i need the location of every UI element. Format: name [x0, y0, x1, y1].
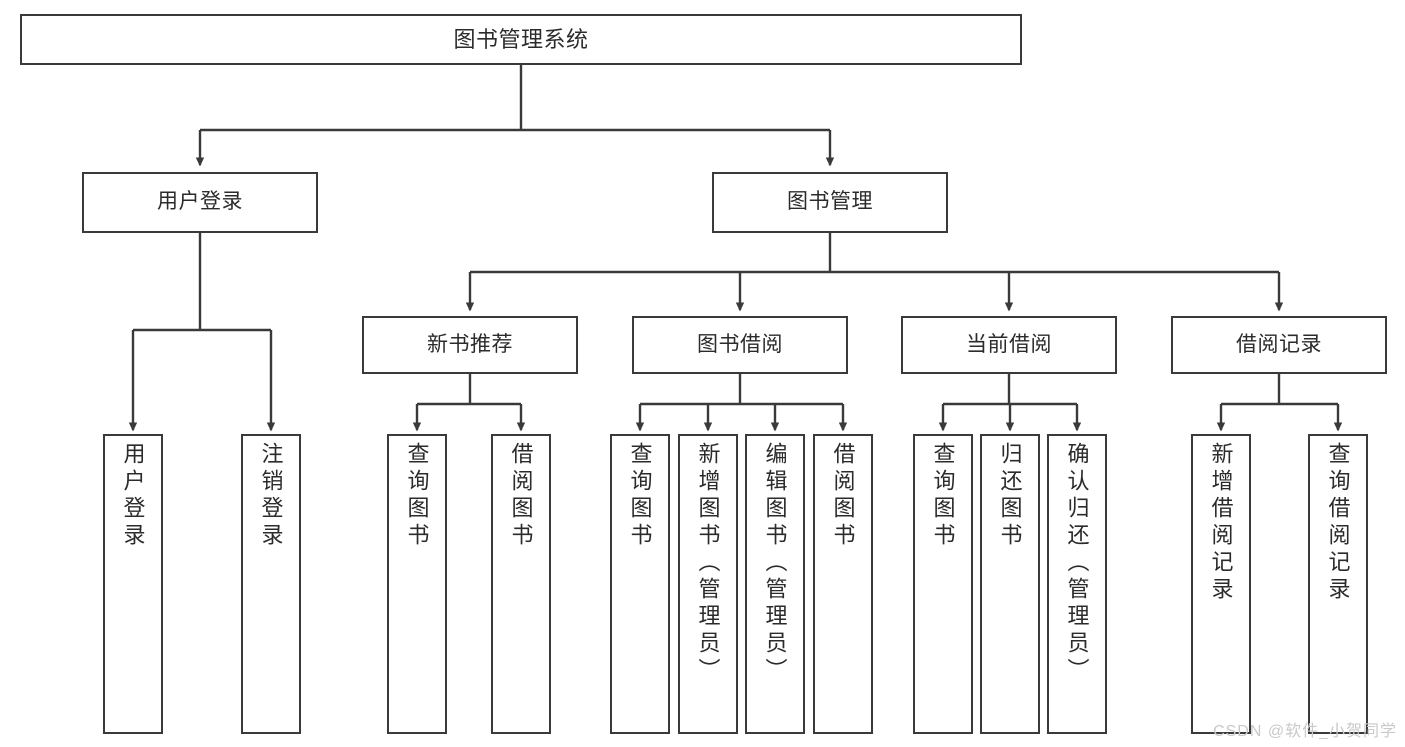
node-label: 查询图书 [404, 442, 430, 550]
leaf-new-book-borrow-books[interactable]: 借阅图书 [491, 434, 551, 734]
leaf-borrow-add-book-admin[interactable]: 新增图书（管理员） [678, 434, 738, 734]
leaf-record-query-borrow-record[interactable]: 查询借阅记录 [1308, 434, 1368, 734]
leaf-current-return-books[interactable]: 归还图书 [980, 434, 1040, 734]
node-label: 借阅记录 [1236, 332, 1322, 356]
node-label: 编辑图书（管理员） [762, 442, 788, 685]
node-label: 查询图书 [930, 442, 956, 550]
node-book-management[interactable]: 图书管理 [712, 172, 948, 233]
leaf-borrow-query-books[interactable]: 查询图书 [610, 434, 670, 734]
node-new-book-recommendation[interactable]: 新书推荐 [362, 316, 578, 374]
node-root-book-management-system[interactable]: 图书管理系统 [20, 14, 1022, 65]
leaf-borrow-borrow-books[interactable]: 借阅图书 [813, 434, 873, 734]
node-label: 图书借阅 [697, 332, 783, 356]
leaf-user-login-signin[interactable]: 用户登录 [103, 434, 163, 734]
node-book-borrowing[interactable]: 图书借阅 [632, 316, 848, 374]
node-label: 归还图书 [997, 442, 1023, 550]
node-label: 新书推荐 [427, 332, 513, 356]
watermark-text: CSDN @软件_小贺同学 [1213, 723, 1397, 740]
node-label: 借阅图书 [830, 442, 856, 550]
node-label: 图书管理系统 [453, 26, 589, 52]
node-label: 新增借阅记录 [1208, 442, 1234, 604]
node-current-borrowing[interactable]: 当前借阅 [901, 316, 1117, 374]
node-label: 借阅图书 [508, 442, 534, 550]
node-label: 新增图书（管理员） [695, 442, 721, 685]
node-label: 确认归还（管理员） [1064, 442, 1090, 685]
leaf-borrow-edit-book-admin[interactable]: 编辑图书（管理员） [745, 434, 805, 734]
node-label: 查询借阅记录 [1325, 442, 1351, 604]
node-label: 用户登录 [157, 190, 243, 214]
node-label: 图书管理 [787, 190, 873, 214]
node-label: 用户登录 [120, 442, 146, 550]
node-label: 查询图书 [627, 442, 653, 550]
leaf-record-add-borrow-record[interactable]: 新增借阅记录 [1191, 434, 1251, 734]
leaf-user-login-signout[interactable]: 注销登录 [241, 434, 301, 734]
leaf-current-confirm-return-admin[interactable]: 确认归还（管理员） [1047, 434, 1107, 734]
leaf-current-query-books[interactable]: 查询图书 [913, 434, 973, 734]
node-user-login[interactable]: 用户登录 [82, 172, 318, 233]
node-label: 注销登录 [258, 442, 284, 550]
node-label: 当前借阅 [966, 332, 1052, 356]
node-borrowing-records[interactable]: 借阅记录 [1171, 316, 1387, 374]
leaf-new-book-query-books[interactable]: 查询图书 [387, 434, 447, 734]
